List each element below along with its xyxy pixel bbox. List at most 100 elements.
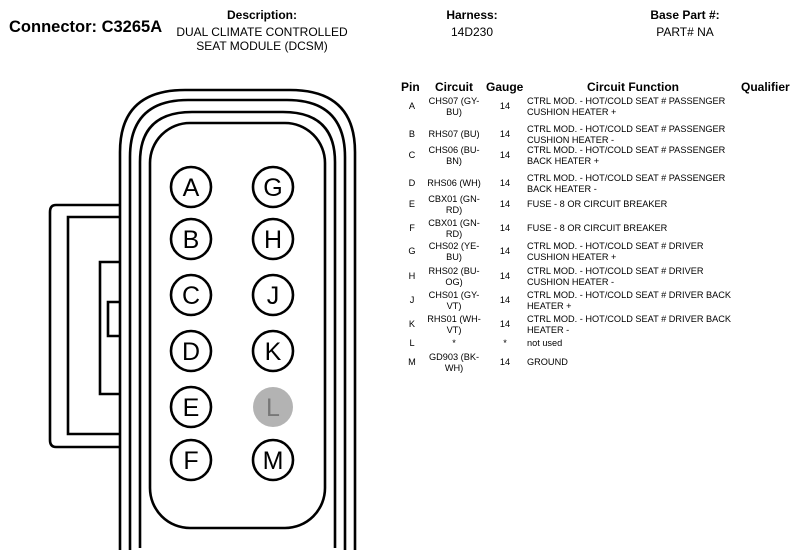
pin-d-circle [169,329,213,373]
row-gauge-line: 14 [499,199,511,209]
pin-g: G [251,165,295,209]
row-circuit-line: CHS07 (GY- [428,96,480,106]
row-pin: A [402,101,422,112]
row-function-line: CTRL MOD. - HOT/COLD SEAT # DRIVER BACK [527,314,732,324]
pin-m-circle [251,438,295,482]
row-function-line: CTRL MOD. - HOT/COLD SEAT # PASSENGER [527,124,726,134]
description-label: Description: [226,8,297,22]
row-pin-line: K [408,319,416,329]
pin-e: E [169,385,213,429]
row-function-line: CUSHION HEATER + [527,106,617,117]
row-pin-line: D [408,178,416,188]
pin-g-circle [251,165,295,209]
row-gauge: 14 [493,271,517,282]
row-pin: M [402,357,422,368]
row-gauge-line: 14 [499,246,511,256]
row-gauge-line: 14 [499,101,511,111]
row-function-line: HEATER - [527,324,570,335]
col-header-circuit: Circuit [435,80,474,94]
row-pin: F [402,223,422,234]
row-function-line: FUSE - 8 OR CIRCUIT BREAKER [527,199,668,209]
connector-latch-inner [66,215,120,436]
row-circuit-line: VT) [446,300,462,311]
row-gauge: 14 [493,129,517,140]
pin-cavity-outline [148,121,327,530]
row-circuit-line: RHS02 (BU- [428,266,480,276]
row-pin: D [402,178,422,189]
row-circuit: CHS01 (GY-VT) [425,290,483,311]
row-gauge-line: 14 [499,319,511,329]
row-gauge-line: 14 [499,178,511,188]
pin-j-circle [251,273,295,317]
pin-f: F [169,438,213,482]
row-gauge-line: 14 [499,295,511,305]
row-circuit-line: * [452,338,456,348]
harness-value: 14D230 [450,25,494,39]
row-function-line: HEATER + [527,300,572,311]
row-gauge: 14 [493,295,517,306]
latch-slot [98,260,120,396]
row-gauge-line: * [503,338,507,348]
pin-k: K [251,329,295,373]
pin-k-circle [251,329,295,373]
row-function-line: CTRL MOD. - HOT/COLD SEAT # PASSENGER [527,173,726,183]
pin-l-label: L [266,394,280,422]
row-circuit: GD903 (BK-WH) [425,352,483,373]
row-circuit: CHS06 (BU-BN) [425,145,483,166]
row-gauge: 14 [493,223,517,234]
pin-h-label: H [264,226,282,254]
row-circuit: RHS06 (WH) [425,178,483,189]
row-circuit: * [425,338,483,349]
pin-f-circle [169,438,213,482]
row-gauge: 14 [493,357,517,368]
row-pin-line: M [408,357,416,367]
pin-j-label: J [267,282,280,310]
row-circuit: CHS07 (GY-BU) [425,96,483,117]
row-pin: J [402,295,422,306]
pin-c-label: C [182,282,200,310]
row-pin-line: G [408,246,416,256]
connector-housing-mid [128,98,347,550]
base-part-value: PART# NA [656,25,714,39]
row-circuit-line: GD903 (BK- [428,352,480,362]
row-gauge-line: 14 [499,357,511,367]
connector-housing-outer [118,88,357,550]
row-gauge-line: 14 [499,129,511,139]
row-pin-line: E [408,199,416,209]
row-pin-line: A [408,101,416,111]
row-function-line: CTRL MOD. - HOT/COLD SEAT # DRIVER BACK [527,290,732,300]
pin-f-label: F [183,447,198,475]
row-function-line: CUSHION HEATER - [527,276,615,287]
pin-j: J [251,273,295,317]
base-part-label: Base Part #: [650,8,720,22]
pin-m-label: M [263,447,284,475]
row-pin-line: L [409,338,415,348]
row-function-line: CUSHION HEATER + [527,251,617,262]
pin-b-circle [169,217,213,261]
pin-h: H [251,217,295,261]
connector-latch [48,203,120,449]
pin-a-label: A [183,174,200,202]
pin-d-label: D [182,338,200,366]
row-function-line: BACK HEATER - [527,183,597,194]
pin-b-label: B [183,226,200,254]
pin-e-circle [169,385,213,429]
pin-d: D [169,329,213,373]
col-header-gauge: Gauge [486,80,524,94]
base-part-block: Base Part #: PART# NA [630,8,740,39]
row-function-line: CTRL MOD. - HOT/COLD SEAT # PASSENGER [527,96,726,106]
row-circuit-line: CHS01 (GY- [428,290,480,300]
pin-h-circle [251,217,295,261]
row-pin: H [402,271,422,282]
col-header-pin: Pin [401,80,420,94]
row-gauge-line: 14 [499,271,511,281]
row-function: FUSE - 8 OR CIRCUIT BREAKER [527,223,739,234]
row-pin: G [402,246,422,257]
row-gauge: 14 [493,319,517,330]
description-line-2: SEAT MODULE (DCSM) [196,39,328,53]
